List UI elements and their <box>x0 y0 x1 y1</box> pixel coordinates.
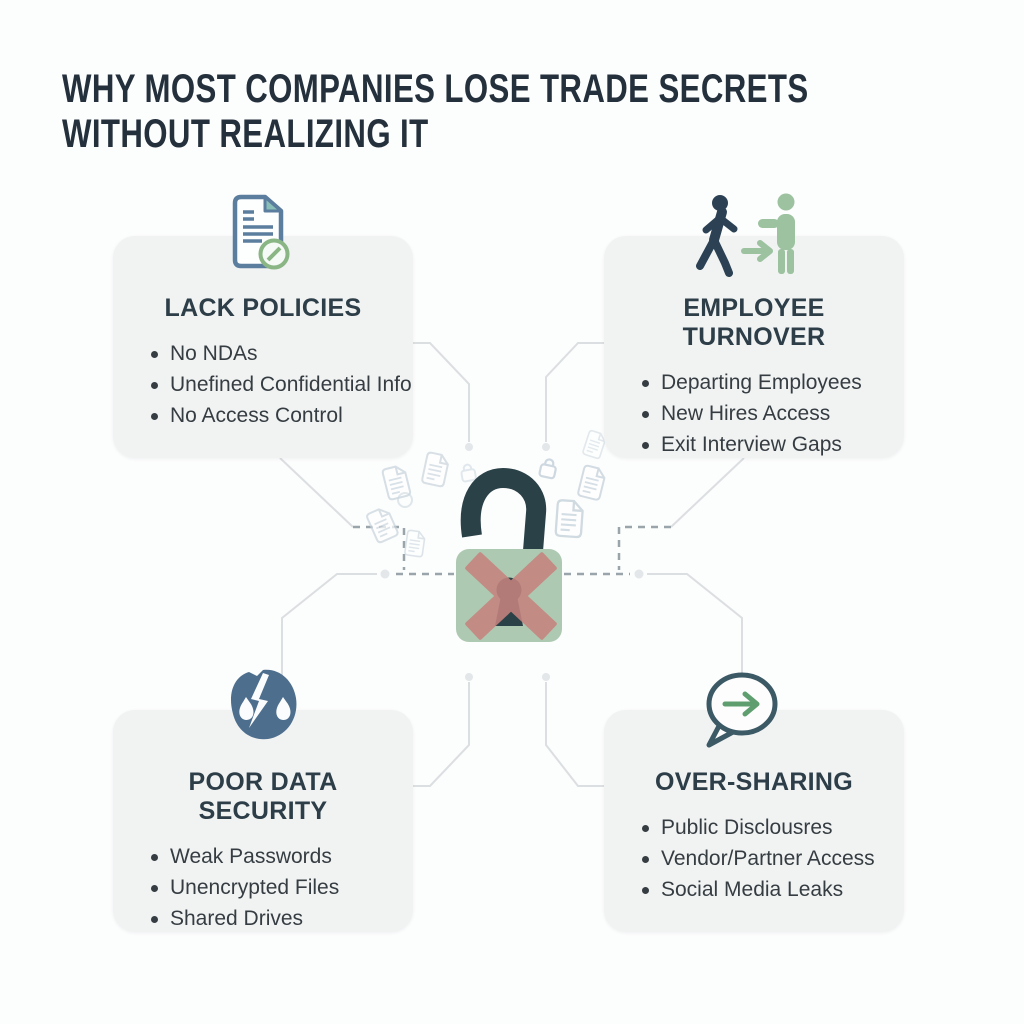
card-bullet-list: Departing Employees New Hires Access Exi… <box>604 372 904 456</box>
speech-bubble-arrow-icon <box>702 668 782 752</box>
card-title: OVER-SHARING <box>654 768 854 796</box>
card-title: EMPLOYEE TURNOVER <box>682 294 826 351</box>
bullet-dot <box>151 853 158 861</box>
bullet-dot <box>151 884 158 892</box>
card-poor-data-security: POOR DATA SECURITY Weak Passwords Unencr… <box>113 710 413 932</box>
connector-dots <box>380 443 644 681</box>
list-item: Weak Passwords <box>151 846 407 868</box>
bullet-dot <box>151 412 158 420</box>
bullet-dot <box>642 410 649 418</box>
card-title: LACK POLICIES <box>164 294 362 322</box>
list-item: Departing Employees <box>642 372 898 394</box>
connector-dashed-lines <box>353 525 671 576</box>
bullet-dot <box>642 824 649 832</box>
connector-lines <box>279 342 745 787</box>
new-person <box>758 193 795 274</box>
bullet-dot <box>151 350 158 358</box>
padlock-shackle <box>460 467 547 552</box>
card-bullet-list: No NDAs Unefined Confidential Info No Ac… <box>113 343 413 427</box>
list-item: No NDAs <box>151 343 407 365</box>
list-item: Shared Drives <box>151 908 407 930</box>
x-mark <box>465 552 557 640</box>
bullet-dot <box>642 379 649 387</box>
bullet-dot <box>642 855 649 863</box>
list-item: New Hires Access <box>642 403 898 425</box>
card-lack-policies: LACK POLICIES No NDAs Unefined Confident… <box>113 236 413 458</box>
page-title: WHY MOST COMPANIES LOSE TRADE SECRETS WI… <box>62 67 1019 157</box>
document-check-icon <box>218 190 304 274</box>
bullet-dot <box>151 915 158 923</box>
list-item: No Access Control <box>151 405 407 427</box>
card-employee-turnover: EMPLOYEE TURNOVER Departing Employees Ne… <box>604 236 904 458</box>
list-item: Public Disclousres <box>642 817 898 839</box>
list-item: Unefined Confidential Info <box>151 374 412 396</box>
bullet-dot <box>151 381 158 389</box>
card-over-sharing: OVER-SHARING Public Disclousres Vendor/P… <box>604 710 904 932</box>
list-item: Social Media Leaks <box>642 879 898 901</box>
list-item: Vendor/Partner Access <box>642 848 898 870</box>
departing-person <box>696 195 738 277</box>
page-title-line-1: WHY MOST COMPANIES LOSE TRADE SECRETS <box>62 66 809 111</box>
unlocked-padlock-icon <box>456 467 562 642</box>
bullet-dot <box>642 441 649 449</box>
card-title: POOR DATA SECURITY <box>188 768 338 825</box>
transition-arrow <box>741 240 773 262</box>
card-bullet-list: Weak Passwords Unencrypted Files Shared … <box>113 846 413 930</box>
list-item: Exit Interview Gaps <box>642 434 898 456</box>
list-item: Unencrypted Files <box>151 877 407 899</box>
employee-transition-icon <box>694 188 810 284</box>
page-title-line-2: WITHOUT REALIZING IT <box>62 111 429 156</box>
card-bullet-list: Public Disclousres Vendor/Partner Access… <box>604 817 904 901</box>
floating-document-icons <box>365 429 608 558</box>
data-breach-drop-icon <box>224 666 302 746</box>
bullet-dot <box>642 886 649 894</box>
